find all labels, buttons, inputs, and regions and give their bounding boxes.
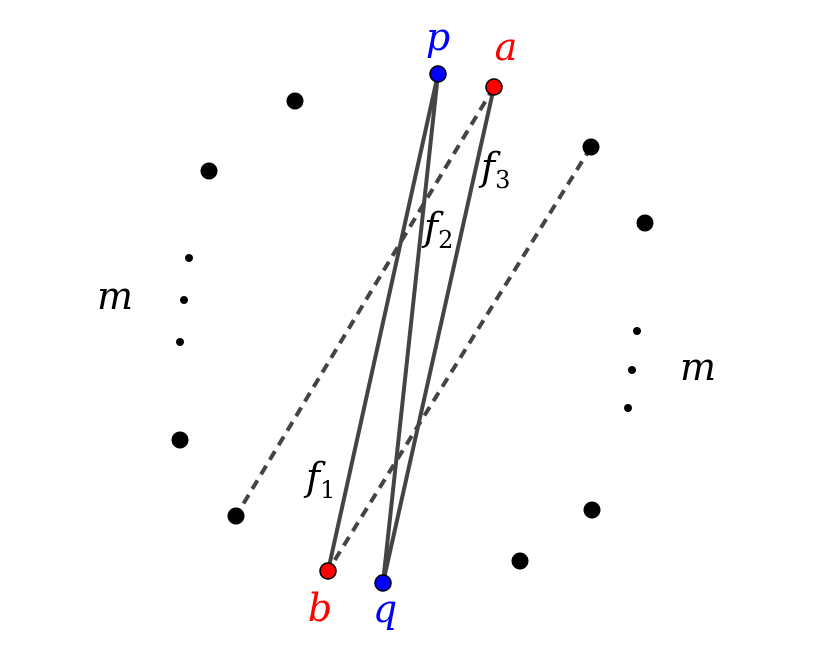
label-f3: f3 [478,145,510,194]
point-right-2 [636,214,654,232]
edge-f3 [381,86,496,584]
ellipsis-dot-left-1 [185,254,193,262]
ellipsis-dot-left-3 [176,338,184,346]
point-left-4 [227,507,245,525]
point-right-4 [511,552,529,570]
point-b [319,562,337,580]
edge-f1 [326,73,440,572]
ellipsis-dot-right-3 [624,404,632,412]
dashed-edge-right-to-b [326,145,593,573]
point-p [429,65,447,83]
label-q: q [373,587,397,631]
ellipsis-dot-right-1 [633,327,641,335]
label-b: b [308,586,332,630]
label-m-right: m [680,345,716,389]
point-right-3 [583,501,601,519]
point-right-1 [582,138,600,156]
label-f2-sub: 2 [438,226,453,254]
label-f1-sub: 1 [320,476,335,504]
point-left-3 [171,431,189,449]
point-q [374,574,392,592]
label-p: p [426,15,450,59]
ellipsis-dot-left-2 [180,296,188,304]
label-f3-sub: 3 [495,166,510,194]
ellipsis-dot-right-2 [628,366,636,374]
label-a: a [495,25,518,69]
edge-f2 [381,73,440,584]
label-m-left: m [97,274,133,318]
point-left-1 [286,92,304,110]
label-f1: f1 [303,455,335,504]
dashed-edge-a-to-left [234,85,496,518]
label-f2: f2 [421,205,453,254]
point-left-2 [200,162,218,180]
point-a [485,78,503,96]
